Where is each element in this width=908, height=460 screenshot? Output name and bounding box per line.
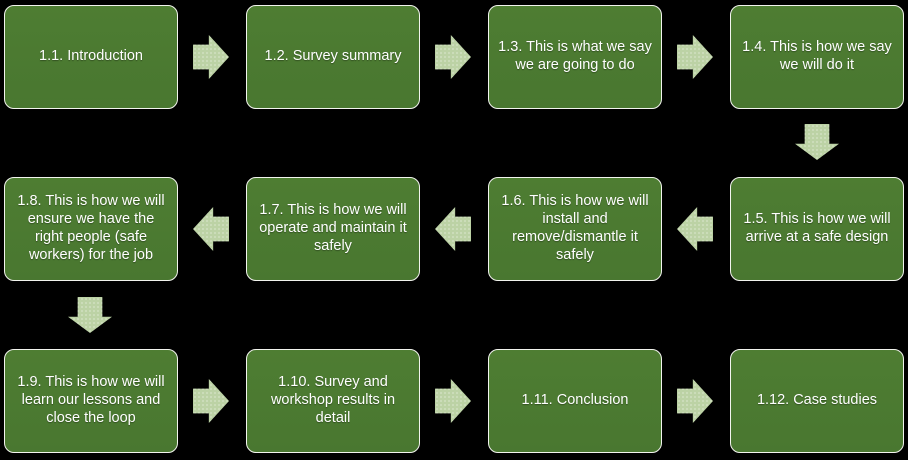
right-arrow-icon-1-10-to-1-11 — [435, 379, 471, 423]
right-arrow-icon-1-1-to-1-2 — [193, 35, 229, 79]
flow-box-1-12: 1.12. Case studies — [730, 349, 904, 453]
flow-box-1-4: 1.4. This is how we say we will do it — [730, 5, 904, 109]
flow-box-1-5: 1.5. This is how we will arrive at a saf… — [730, 177, 904, 281]
flow-box-1-2: 1.2. Survey summary — [246, 5, 420, 109]
right-arrow-icon-1-3-to-1-4 — [677, 35, 713, 79]
flow-box-1-10: 1.10. Survey and workshop results in det… — [246, 349, 420, 453]
left-arrow-icon-1-7-to-1-8 — [193, 207, 229, 251]
flow-box-1-6: 1.6. This is how we will install and rem… — [488, 177, 662, 281]
right-arrow-icon-1-9-to-1-10 — [193, 379, 229, 423]
left-arrow-icon-1-5-to-1-6 — [677, 207, 713, 251]
flow-box-1-7: 1.7. This is how we will operate and mai… — [246, 177, 420, 281]
down-arrow-icon-1-4-to-1-5 — [795, 124, 839, 160]
flow-box-1-8: 1.8. This is how we will ensure we have … — [4, 177, 178, 281]
left-arrow-icon-1-6-to-1-7 — [435, 207, 471, 251]
flow-box-1-9: 1.9. This is how we will learn our lesso… — [4, 349, 178, 453]
down-arrow-icon-1-8-to-1-9 — [68, 297, 112, 333]
flow-box-1-11: 1.11. Conclusion — [488, 349, 662, 453]
flow-box-1-3: 1.3. This is what we say we are going to… — [488, 5, 662, 109]
right-arrow-icon-1-11-to-1-12 — [677, 379, 713, 423]
right-arrow-icon-1-2-to-1-3 — [435, 35, 471, 79]
flow-box-1-1: 1.1. Introduction — [4, 5, 178, 109]
